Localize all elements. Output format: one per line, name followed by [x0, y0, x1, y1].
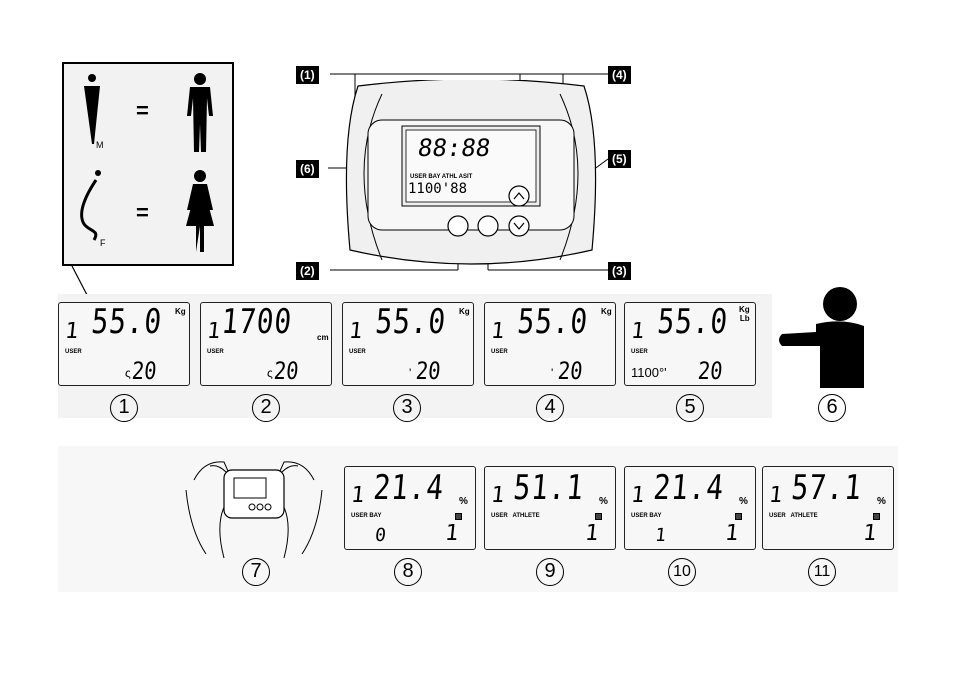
step-number-8: 8 [394, 558, 422, 586]
lcd-screen-9: 1 51.1 % USER ATHLETE 1 [484, 466, 616, 550]
lcd-screen-1: 1 55.0 Kg USER ς 20 [58, 302, 190, 386]
up-button[interactable] [508, 185, 530, 207]
callout-2: (2) [296, 262, 319, 280]
callout-4: (4) [608, 66, 631, 84]
woman-icon [186, 170, 214, 252]
person-pointing-icon [779, 287, 864, 388]
device-top-digits: 88:88 [416, 134, 493, 162]
callout-6: (6) [296, 160, 319, 178]
equals-sign: = [136, 98, 149, 123]
lcd-screen-8: 1 21.4 % USER BAY 0 1 [344, 466, 476, 550]
step-number-7: 7 [242, 558, 270, 586]
hands-holding-device-icon [185, 461, 323, 559]
gender-legend: M = F = [62, 62, 234, 266]
female-symbol-icon [80, 170, 101, 241]
step-number-3: 3 [393, 394, 421, 422]
step-number-9: 9 [536, 558, 564, 586]
callout-1: (1) [296, 66, 319, 84]
step-number-11: 11 [808, 558, 836, 586]
lcd-screen-4: 1 55.0 Kg USER ' 20 [484, 302, 616, 386]
lcd-screen-5: 1 55.0 Kg Lb USER 1100°' 20 [624, 302, 756, 386]
lcd-screen-11: 1 57.1 % USER ATHLETE 1 [762, 466, 894, 550]
device-mode-labels: USER BAY ATHL ASIT [410, 174, 473, 180]
step-number-4: 4 [536, 394, 564, 422]
set-button[interactable] [447, 215, 469, 237]
male-symbol-icon [84, 74, 100, 144]
lcd-screen-2: 1 1700 cm USER ς 20 [200, 302, 332, 386]
step-number-6: 6 [818, 394, 846, 422]
step-number-10: 10 [668, 558, 696, 586]
step-number-2: 2 [252, 394, 280, 422]
male-mark: M [96, 140, 104, 150]
callout-5: (5) [608, 150, 631, 168]
female-mark: F [100, 238, 106, 248]
down-button[interactable] [508, 215, 530, 237]
lcd-screen-3: 1 55.0 Kg USER ' 20 [342, 302, 474, 386]
callout-3: (3) [608, 262, 631, 280]
body-fat-monitor-device [345, 80, 597, 265]
equals-sign-2: = [136, 200, 149, 225]
row2-panel [58, 446, 898, 592]
on-button[interactable] [477, 215, 499, 237]
lcd-screen-10: 1 21.4 % USER BAY 1 1 [624, 466, 756, 550]
step-number-5: 5 [676, 394, 704, 422]
device-user-icons: 1100'88 [408, 181, 468, 197]
step-number-1: 1 [110, 394, 138, 422]
man-icon [187, 73, 213, 152]
